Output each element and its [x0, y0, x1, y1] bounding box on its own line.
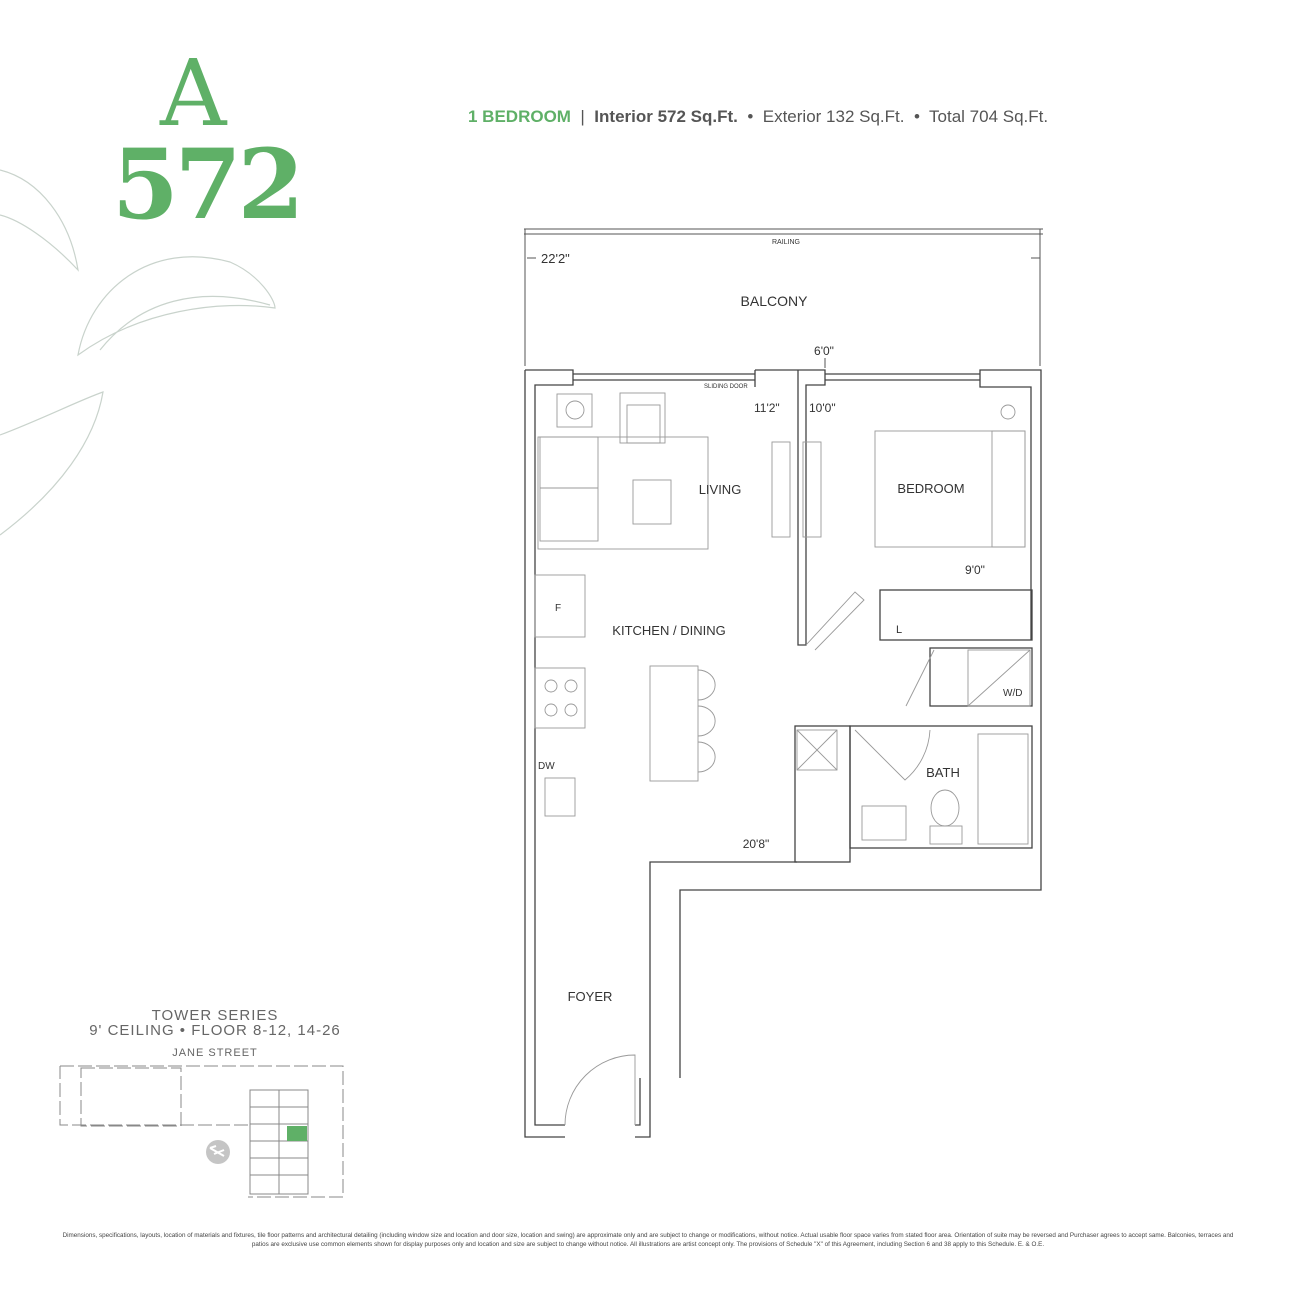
series-title: TOWER SERIES: [151, 1007, 279, 1024]
balcony-depth-dim: 6'0": [814, 344, 834, 358]
bullet: •: [913, 107, 920, 126]
bullet: •: [747, 107, 754, 126]
fridge-label: F: [555, 603, 561, 614]
key-plan: [59, 1065, 344, 1198]
kitchen-length-dim: 20'8": [743, 837, 770, 851]
exterior-area: Exterior 132 Sq.Ft.: [762, 107, 905, 126]
interior-area: Interior 572 Sq.Ft.: [594, 107, 738, 126]
balcony-width-dim: 22'2": [541, 251, 570, 266]
street-label: JANE STREET: [172, 1047, 258, 1059]
washer-dryer-label: W/D: [1003, 688, 1022, 699]
living-width-dim: 11'2": [754, 401, 780, 415]
series-details: 9' CEILING • FLOOR 8-12, 14-26: [89, 1022, 341, 1039]
bath-label: BATH: [926, 765, 960, 780]
balcony-label: BALCONY: [741, 293, 809, 309]
closet-dim: 9'0": [965, 563, 985, 577]
total-area: Total 704 Sq.Ft.: [929, 107, 1049, 126]
key-plan-suite-highlight: [287, 1126, 307, 1141]
suite-letter: A: [160, 40, 227, 147]
walls: [524, 369, 1042, 1138]
foyer-label: FOYER: [568, 989, 613, 1004]
linen-label: L: [896, 624, 902, 636]
suite-specs: 1 BEDROOM | Interior 572 Sq.Ft. • Exteri…: [468, 107, 1048, 127]
furniture: [534, 392, 1031, 1126]
leaf-decoration: [0, 169, 276, 536]
key-plan-tower: [249, 1089, 309, 1195]
separator: |: [580, 107, 585, 126]
bedroom-label: BEDROOM: [897, 481, 964, 496]
kitchen-label: KITCHEN / DINING: [612, 623, 725, 638]
suite-number: 572: [112, 128, 304, 241]
railing-label: RAILING: [772, 239, 800, 246]
north-arrow-icon: [206, 1140, 230, 1164]
bedroom-width-dim: 10'0": [809, 401, 836, 415]
disclaimer: Dimensions, specifications, layouts, loc…: [62, 1232, 1234, 1248]
bedroom-count: 1 BEDROOM: [468, 107, 571, 126]
sliding-door-label: SLIDING DOOR: [704, 384, 748, 390]
balcony: [524, 228, 1043, 368]
living-label: LIVING: [699, 482, 742, 497]
dishwasher-label: DW: [538, 761, 555, 772]
